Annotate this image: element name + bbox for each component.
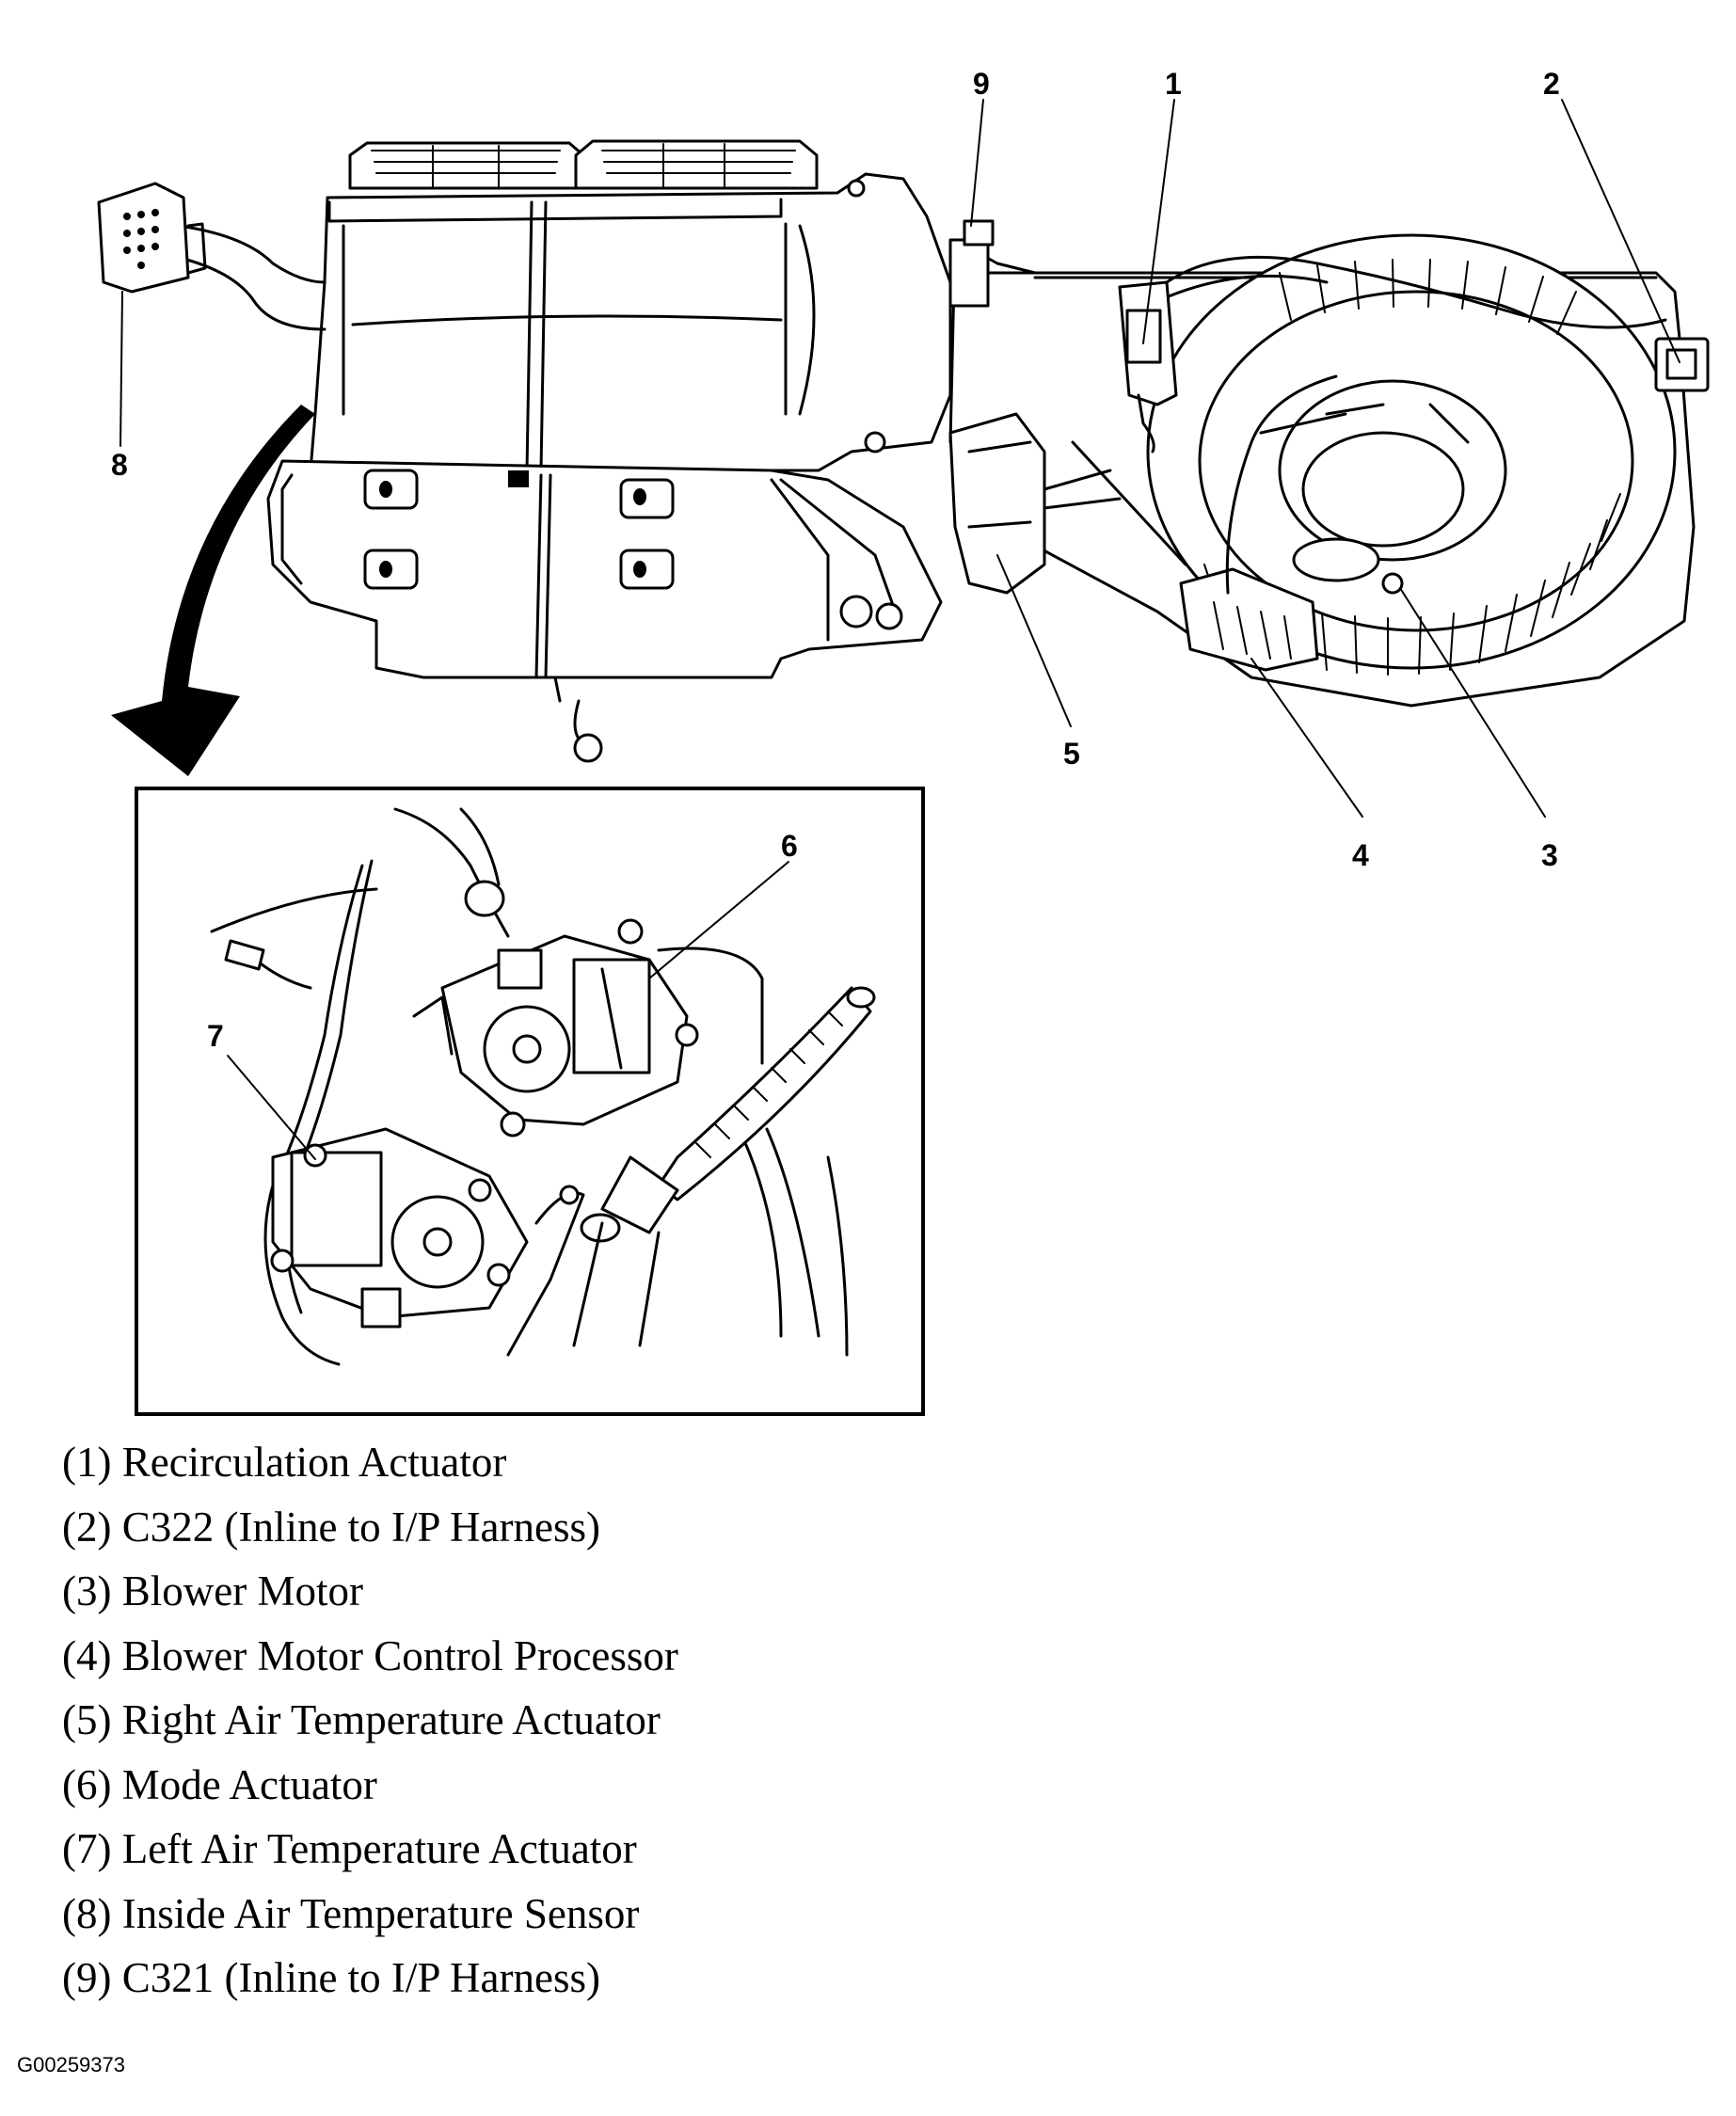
legend-item: (5) Right Air Temperature Actuator [62,1696,661,1743]
sensor-harness-upper [177,224,326,284]
legend-item: (9) C321 (Inline to I/P Harness) [62,1954,600,2001]
legend-item: (4) Blower Motor Control Processor [62,1631,678,1679]
detail-inset [135,787,925,1416]
hvac-module-assembly [177,139,952,763]
blower-housing [948,233,1696,708]
callout-6: 6 [781,829,798,863]
callout-7: 7 [207,1019,224,1053]
callout-5: 5 [1063,737,1080,771]
hvac-case-body [309,172,952,472]
callout-8: 8 [111,448,128,482]
legend-item: (6) Mode Actuator [62,1760,377,1808]
blower-motor [1278,379,1507,562]
callout-2: 2 [1543,67,1560,101]
recirculation-actuator [1118,280,1178,453]
c322-connector [1654,337,1710,392]
mode-actuator [412,918,699,1138]
blower-motor-control-processor [1179,567,1319,672]
sensor-harness-lower [182,257,326,331]
air-outlet-vents [348,139,819,190]
right-air-temperature-actuator [948,412,1122,595]
legend-item: (2) C322 (Inline to I/P Harness) [62,1503,600,1551]
callout-3: 3 [1541,838,1558,872]
callout-9: 9 [973,67,990,101]
callout-1: 1 [1165,67,1182,101]
c321-connector [948,219,1037,308]
inside-air-temperature-sensor [97,182,207,294]
component-legend: (1) Recirculation Actuator (2) C322 (Inl… [62,1430,678,2011]
legend-item: (8) Inside Air Temperature Sensor [62,1889,640,1937]
left-air-temperature-actuator [270,1127,529,1328]
callout-leaders [119,99,1680,1160]
lower-duct-section [266,459,943,679]
figure-id: G00259373 [17,2053,125,2076]
detail-view-arrow [111,405,315,776]
legend-item: (3) Blower Motor [62,1567,363,1615]
legend-item: (1) Recirculation Actuator [62,1439,507,1486]
callout-4: 4 [1352,838,1369,872]
legend-item: (7) Left Air Temperature Actuator [62,1825,637,1872]
